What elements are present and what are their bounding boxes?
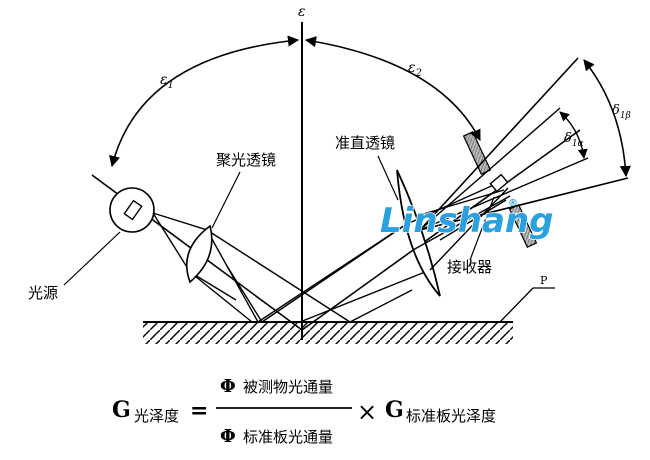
formula-times: ×	[357, 398, 377, 426]
reflection-axis-line	[301, 129, 581, 331]
receiver	[489, 173, 509, 193]
sample-surface	[143, 321, 513, 344]
epsilon2-arc	[304, 36, 481, 141]
formula-rhs-subscript: 标准板光泽度	[406, 407, 496, 425]
svg-text:Linshang: Linshang	[380, 201, 553, 241]
formula-denominator-text: 标准板光通量	[243, 428, 333, 446]
formula-lhs-symbol: G	[112, 397, 131, 423]
plane-p-pointer: P	[499, 274, 555, 323]
collimator-leader	[377, 155, 399, 201]
epsilon2-label: ε2	[408, 60, 422, 79]
formula-denominator-symbol: Φ	[220, 426, 236, 447]
light-source-label: 光源	[28, 284, 58, 302]
delta1alpha-arc	[559, 111, 588, 159]
receiver-inner-cone	[419, 107, 589, 231]
formula-equals: =	[190, 398, 208, 424]
formula-rhs-symbol: G	[385, 397, 404, 423]
condenser-lens	[186, 224, 213, 284]
condenser-leader	[211, 171, 241, 229]
reflected-beam	[257, 214, 431, 323]
collimator-lens-label: 准直透镜	[335, 134, 395, 152]
plane-label: P	[540, 274, 548, 287]
condenser-lens-label: 聚光透镜	[216, 151, 276, 169]
light-source	[109, 187, 208, 274]
incident-beam	[189, 229, 351, 323]
delta1beta-label: δ1β	[612, 103, 631, 121]
formula-numerator-symbol: Φ	[220, 376, 236, 397]
svg-text:®: ®	[508, 198, 518, 209]
gloss-formula: G 光泽度 = Φ 被测物光通量 Φ 标准板光通量 × G 标准板光泽度	[112, 376, 496, 447]
normal-epsilon-label: ε	[298, 4, 306, 20]
receiver-leader	[469, 196, 495, 261]
delta1beta-arc	[583, 59, 631, 178]
formula-lhs-subscript: 光泽度	[134, 407, 179, 425]
epsilon1-label: ε1	[160, 72, 174, 91]
receiver-outer-cone	[419, 57, 629, 231]
formula-numerator-text: 被测物光通量	[243, 378, 333, 396]
collimator-lens	[396, 169, 441, 297]
receiver-beam	[404, 182, 511, 271]
linshang-watermark: Linshang ®	[379, 198, 554, 242]
delta1alpha-label: δ1α	[564, 131, 584, 149]
receiver-label: 接收器	[447, 258, 492, 276]
epsilon1-arc	[109, 35, 300, 168]
light-source-leader	[63, 231, 121, 286]
